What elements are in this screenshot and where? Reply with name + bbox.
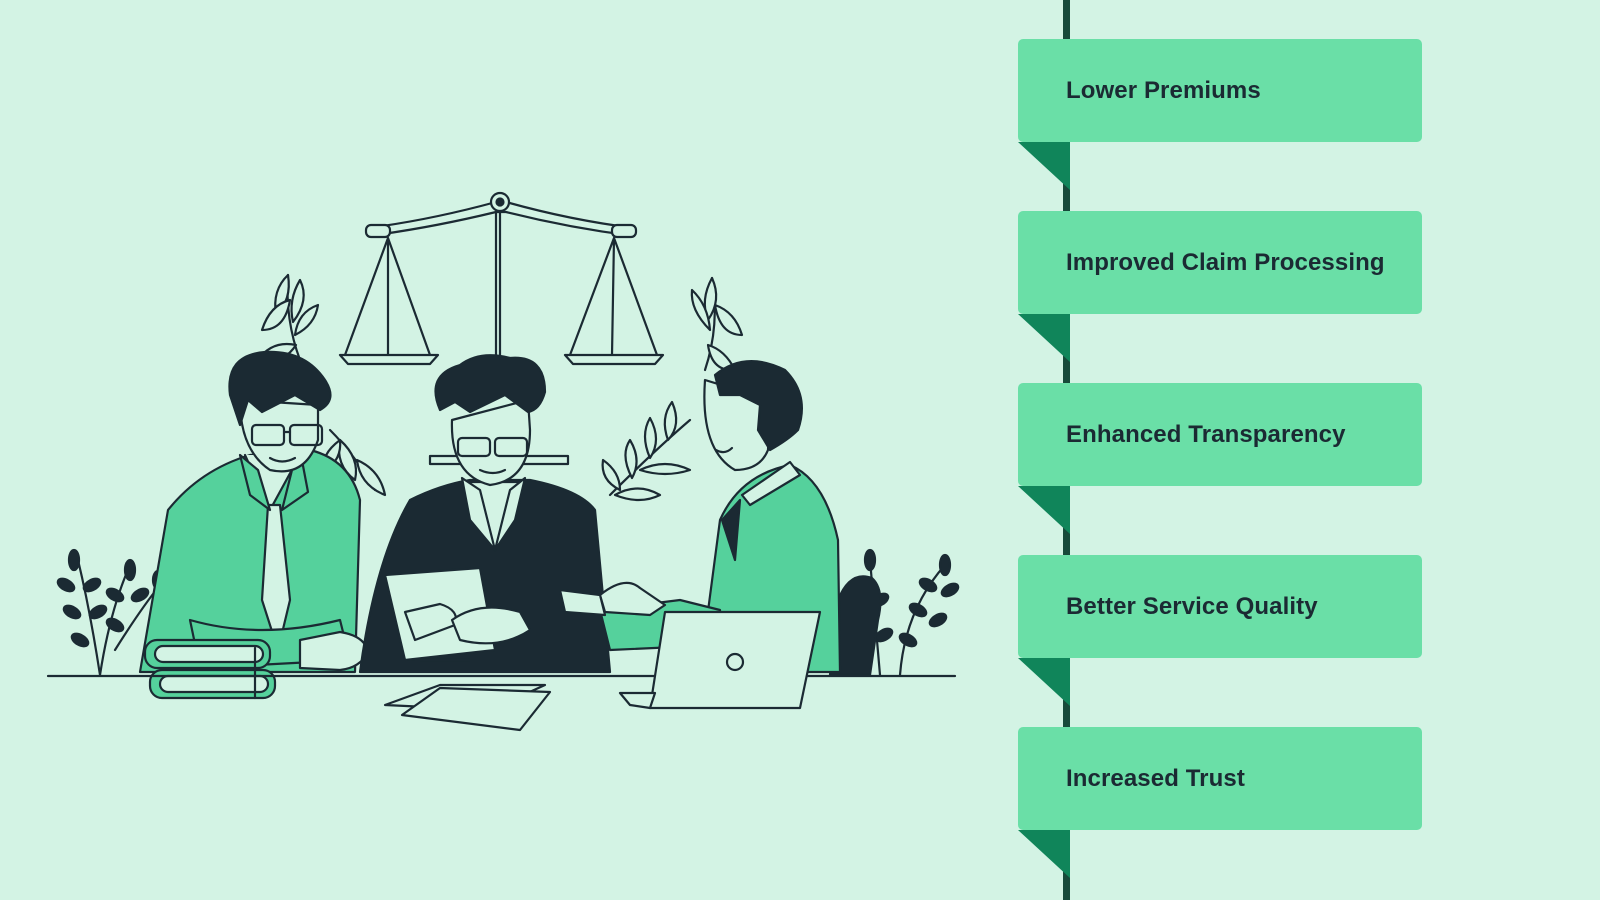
document-icon — [383, 683, 552, 732]
benefit-label: Lower Premiums — [1066, 76, 1261, 104]
person-icon — [358, 354, 612, 674]
laurel-branch-icon — [601, 276, 744, 502]
ribbon-fold — [1018, 142, 1070, 190]
laptop-icon — [618, 610, 822, 710]
benefit-card-enhanced-transparency: Enhanced Transparency — [1018, 383, 1422, 486]
ribbon-fold — [1018, 314, 1070, 362]
ribbon-fold — [1018, 830, 1070, 878]
benefit-card-improved-claim-processing: Improved Claim Processing — [1018, 211, 1422, 314]
ribbon-fold — [1018, 658, 1070, 706]
benefit-label: Improved Claim Processing — [1066, 248, 1385, 276]
ribbon-fold — [1018, 486, 1070, 534]
legal-meeting-illustration — [46, 191, 960, 732]
benefit-label: Enhanced Transparency — [1066, 420, 1346, 448]
benefit-label: Better Service Quality — [1066, 592, 1318, 620]
benefit-label: Increased Trust — [1066, 764, 1245, 792]
books-icon — [143, 638, 277, 700]
plant-icon — [56, 548, 165, 677]
person-icon — [138, 350, 370, 674]
benefit-card-increased-trust: Increased Trust — [1018, 727, 1422, 830]
benefit-card-lower-premiums: Lower Premiums — [1018, 39, 1422, 142]
benefit-card-better-service-quality: Better Service Quality — [1018, 555, 1422, 658]
